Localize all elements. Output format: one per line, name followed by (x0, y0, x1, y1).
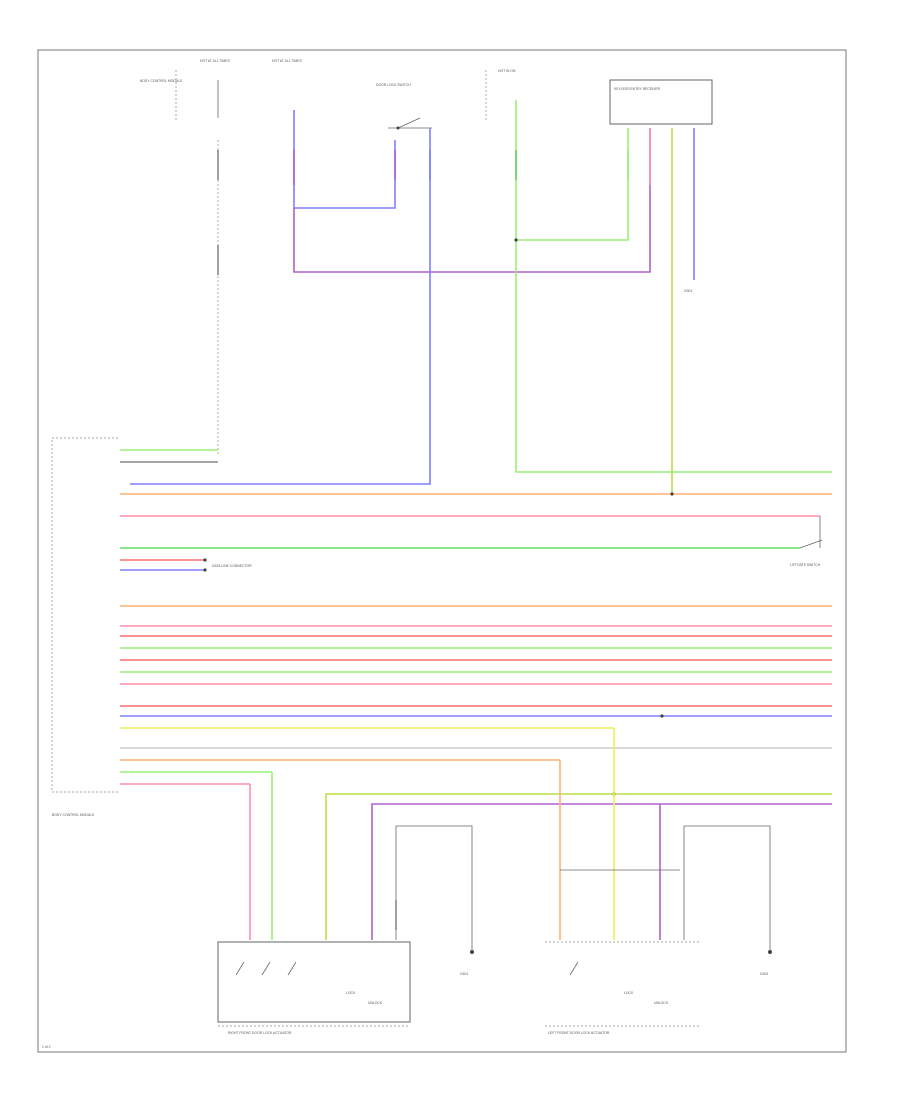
rf-switch-3 (287, 961, 297, 976)
lf-switch-1 (569, 961, 579, 976)
switch-arm (397, 117, 421, 129)
door-lock-switch-label: DOOR LOCK SWITCH (376, 83, 411, 87)
lf-ground-loop (683, 825, 771, 950)
ground-top-label: G301 (684, 289, 692, 293)
purple-wire-bottom (371, 803, 832, 940)
switch-contact (396, 126, 400, 130)
ground-left-symbol (470, 950, 474, 954)
liftgate-switch-label: LIFTGATE SWITCH (790, 563, 821, 567)
lf-door-lock-label: LEFT FRONT DOOR LOCK ACTUATOR (548, 1031, 610, 1035)
keyless-receiver-label: KEYLESS ENTRY RECEIVER (614, 87, 661, 91)
green-wire-fuse-c (515, 100, 832, 473)
splice-green (514, 238, 518, 242)
top-left-label-group: BODY CONTROL MODULE (140, 70, 183, 122)
rf-unlock-motor: UNLOCK (368, 1001, 383, 1005)
fuse-a-label: HOT AT ALL TIMES (200, 59, 231, 63)
lf-unlock-motor: UNLOCK (654, 1001, 669, 1005)
rf-switch-2 (261, 961, 271, 976)
data-link-label: DATA LINK CONNECTOR (212, 564, 252, 568)
green-wire-receiver (516, 128, 629, 241)
blue-wire-fuse-b (293, 110, 396, 209)
splice-1 (670, 492, 674, 496)
ground-left-label: G401 (460, 972, 468, 976)
data-link-pin-2 (203, 568, 207, 572)
bcm-top-label: BODY CONTROL MODULE (140, 79, 183, 83)
bcm-wire-bundle (120, 449, 832, 785)
rf-switch-1 (235, 961, 245, 976)
bcm-boundary (51, 437, 118, 793)
blue-wire-lock-switch (130, 128, 431, 485)
rf-ground-loop (395, 825, 473, 950)
splice-2 (660, 714, 664, 718)
lf-lock-motor: LOCK (624, 991, 634, 995)
purple-wire-top (293, 128, 651, 273)
diagram-frame (37, 49, 847, 1053)
ground-right-label: G402 (760, 972, 768, 976)
rf-door-lock-label: RIGHT FRONT DOOR LOCK ACTUATOR (228, 1031, 292, 1035)
rf-lock-motor: LOCK (346, 991, 356, 995)
yg-wire-bottom (325, 793, 832, 940)
keyless-receiver-box (609, 79, 713, 125)
fuse-b-label: HOT AT ALL TIMES (272, 59, 303, 63)
ground-right-symbol (768, 950, 772, 954)
rf-door-lock-actuator-box (217, 941, 411, 1023)
page-number: 1 of 2 (42, 1045, 51, 1049)
liftgate-switch-arm (799, 539, 823, 549)
data-link-pin-1 (203, 558, 207, 562)
bcm-main-label: BODY CONTROL MODULE (52, 813, 95, 817)
fuse-c-label: HOT IN ON (498, 69, 516, 73)
